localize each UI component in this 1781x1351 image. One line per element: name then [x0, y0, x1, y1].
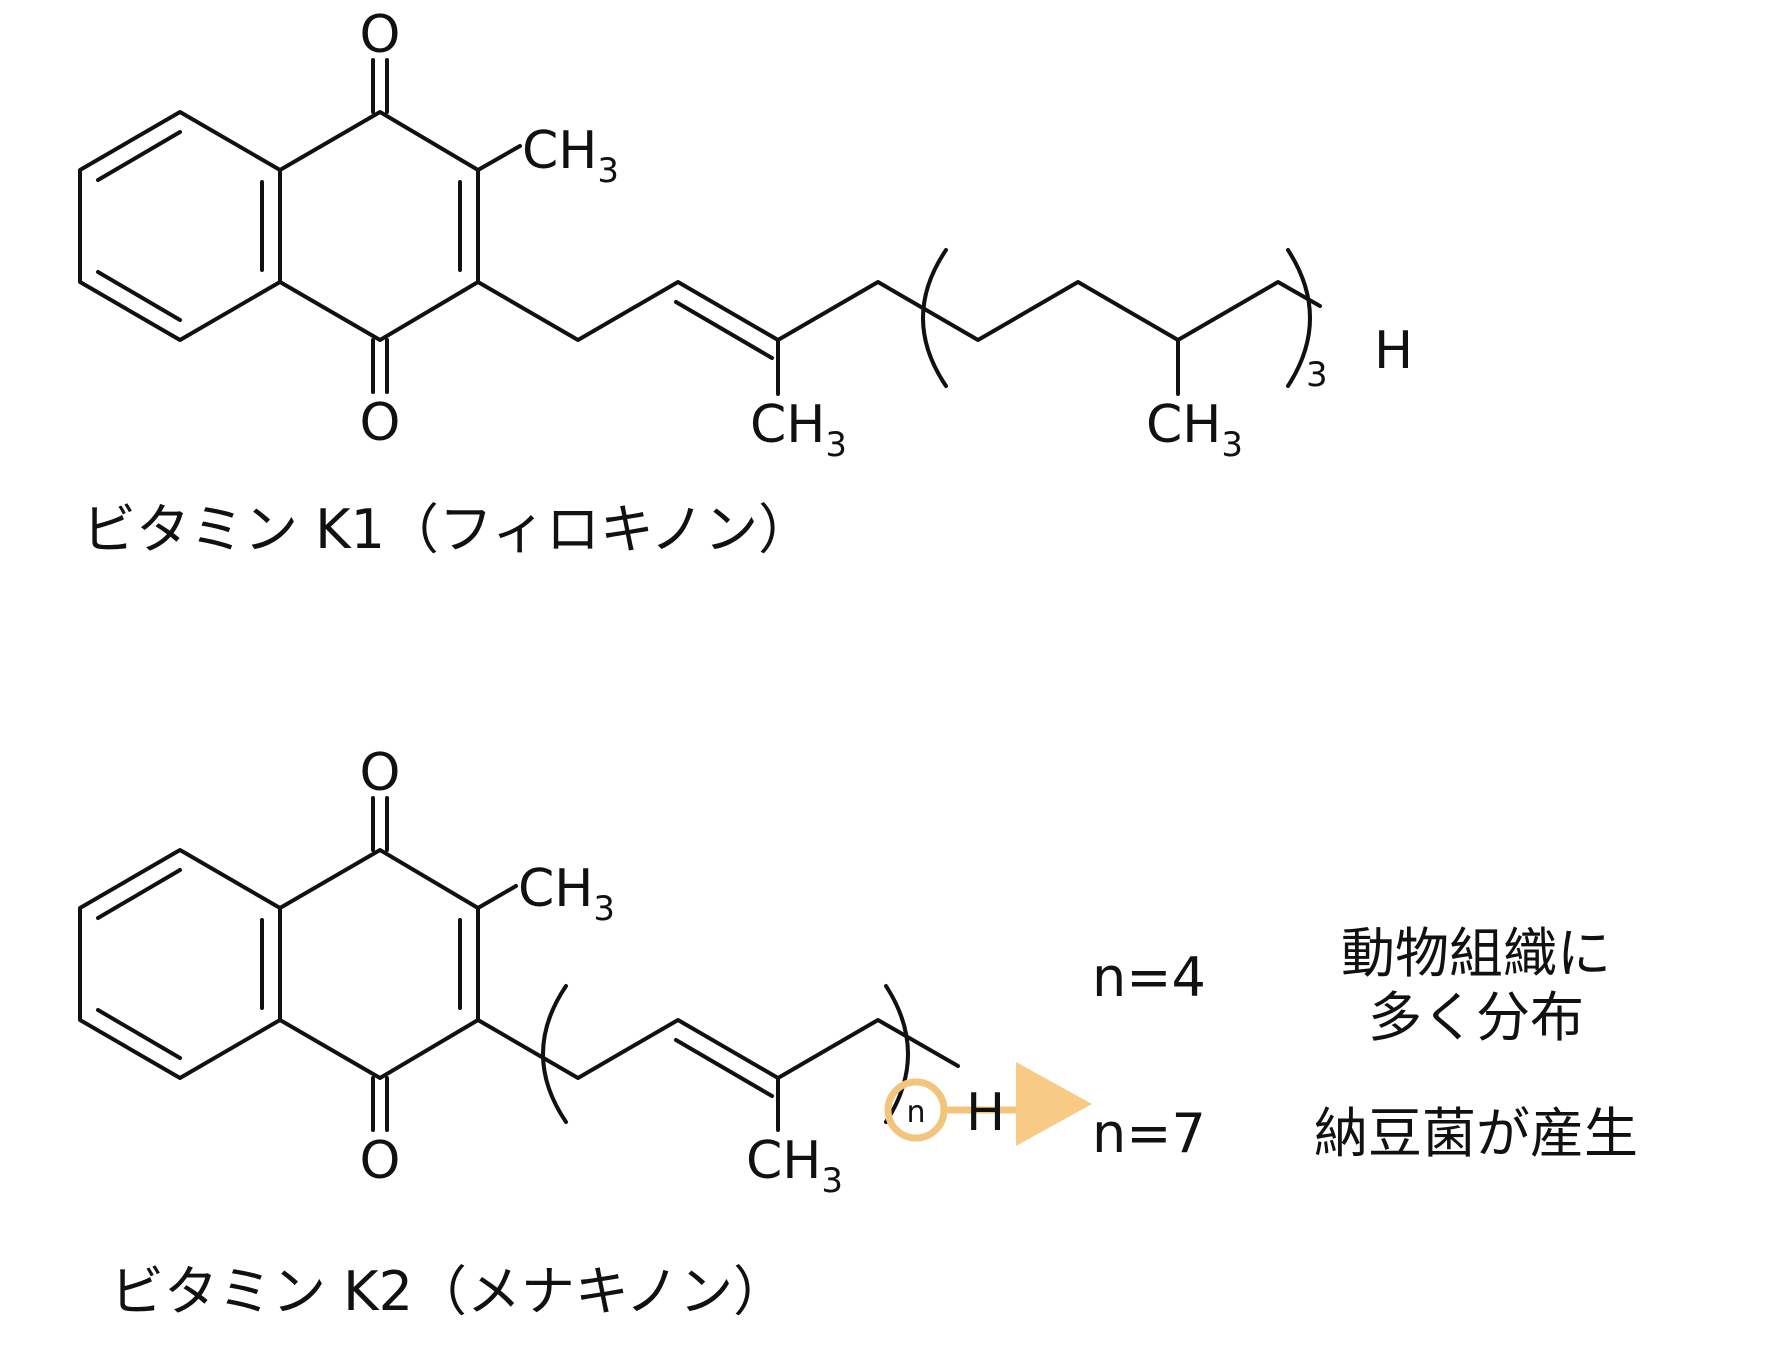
k1-oxygen-bottom: O	[360, 393, 401, 453]
k1-benzene-ring	[78, 110, 282, 342]
highlight-arrow-icon	[1016, 1062, 1092, 1146]
k2-quinone-ring	[278, 848, 480, 1080]
k1-chain-methyl-2: CH3	[1146, 395, 1243, 465]
k2-oxygen-top: O	[360, 743, 401, 803]
k2-oxygen-bottom: O	[360, 1131, 401, 1191]
variant-n7-description: 納豆菌が産生	[1314, 1102, 1638, 1165]
variant-n4-description-line-2: 多く分布	[1368, 986, 1584, 1049]
k1-quinone-ring	[278, 110, 480, 342]
k1-repeat-bracket-close	[1286, 248, 1312, 388]
k1-terminal-hydrogen: H	[1374, 321, 1413, 381]
k2-repeat-count: n	[906, 1095, 925, 1130]
k1-repeat-count: 3	[1306, 355, 1328, 395]
k1-oxygen-top: O	[360, 5, 401, 65]
k1-caption: ビタミン K1（フィロキノン）	[82, 498, 812, 561]
k1-chain-methyl-1: CH3	[750, 395, 847, 465]
k2-carbonyl-bottom: O	[360, 1076, 401, 1191]
variant-notes: n=4 動物組織に 多く分布 n=7 納豆菌が産生	[1092, 922, 1638, 1165]
k1-repeat-bracket-open	[921, 248, 948, 388]
k2-terminal-hydrogen: H	[966, 1083, 1005, 1143]
vitamin-k1-structure: O O CH3 CH3 CH3 3 H ビタミン K1（フィロキノン）	[78, 5, 1413, 561]
variant-n4-label: n=4	[1092, 946, 1206, 1009]
k2-methyl-label: CH3	[518, 859, 615, 929]
k1-side-chain	[476, 280, 1322, 396]
k1-ring-methyl: CH3	[476, 121, 619, 191]
k2-ring-methyl: CH3	[476, 859, 615, 929]
k2-chain-methyl: CH3	[746, 1131, 843, 1201]
k2-repeat-bracket-close	[884, 984, 910, 1124]
vitamin-k2-structure: O O CH3 CH3 n H ビタミン K2（メナキノン）	[78, 743, 1092, 1323]
k2-side-chain	[476, 1018, 960, 1132]
k1-carbonyl-top: O	[360, 5, 401, 114]
k1-methyl-label: CH3	[522, 121, 619, 191]
k2-benzene-ring	[78, 848, 282, 1080]
k2-repeat-bracket-open	[541, 984, 568, 1124]
k2-caption: ビタミン K2（メナキノン）	[110, 1260, 787, 1323]
variant-n4-description-line-1: 動物組織に	[1341, 922, 1611, 985]
k1-carbonyl-bottom: O	[360, 338, 401, 453]
variant-n7-label: n=7	[1092, 1102, 1206, 1165]
k2-carbonyl-top: O	[360, 743, 401, 852]
